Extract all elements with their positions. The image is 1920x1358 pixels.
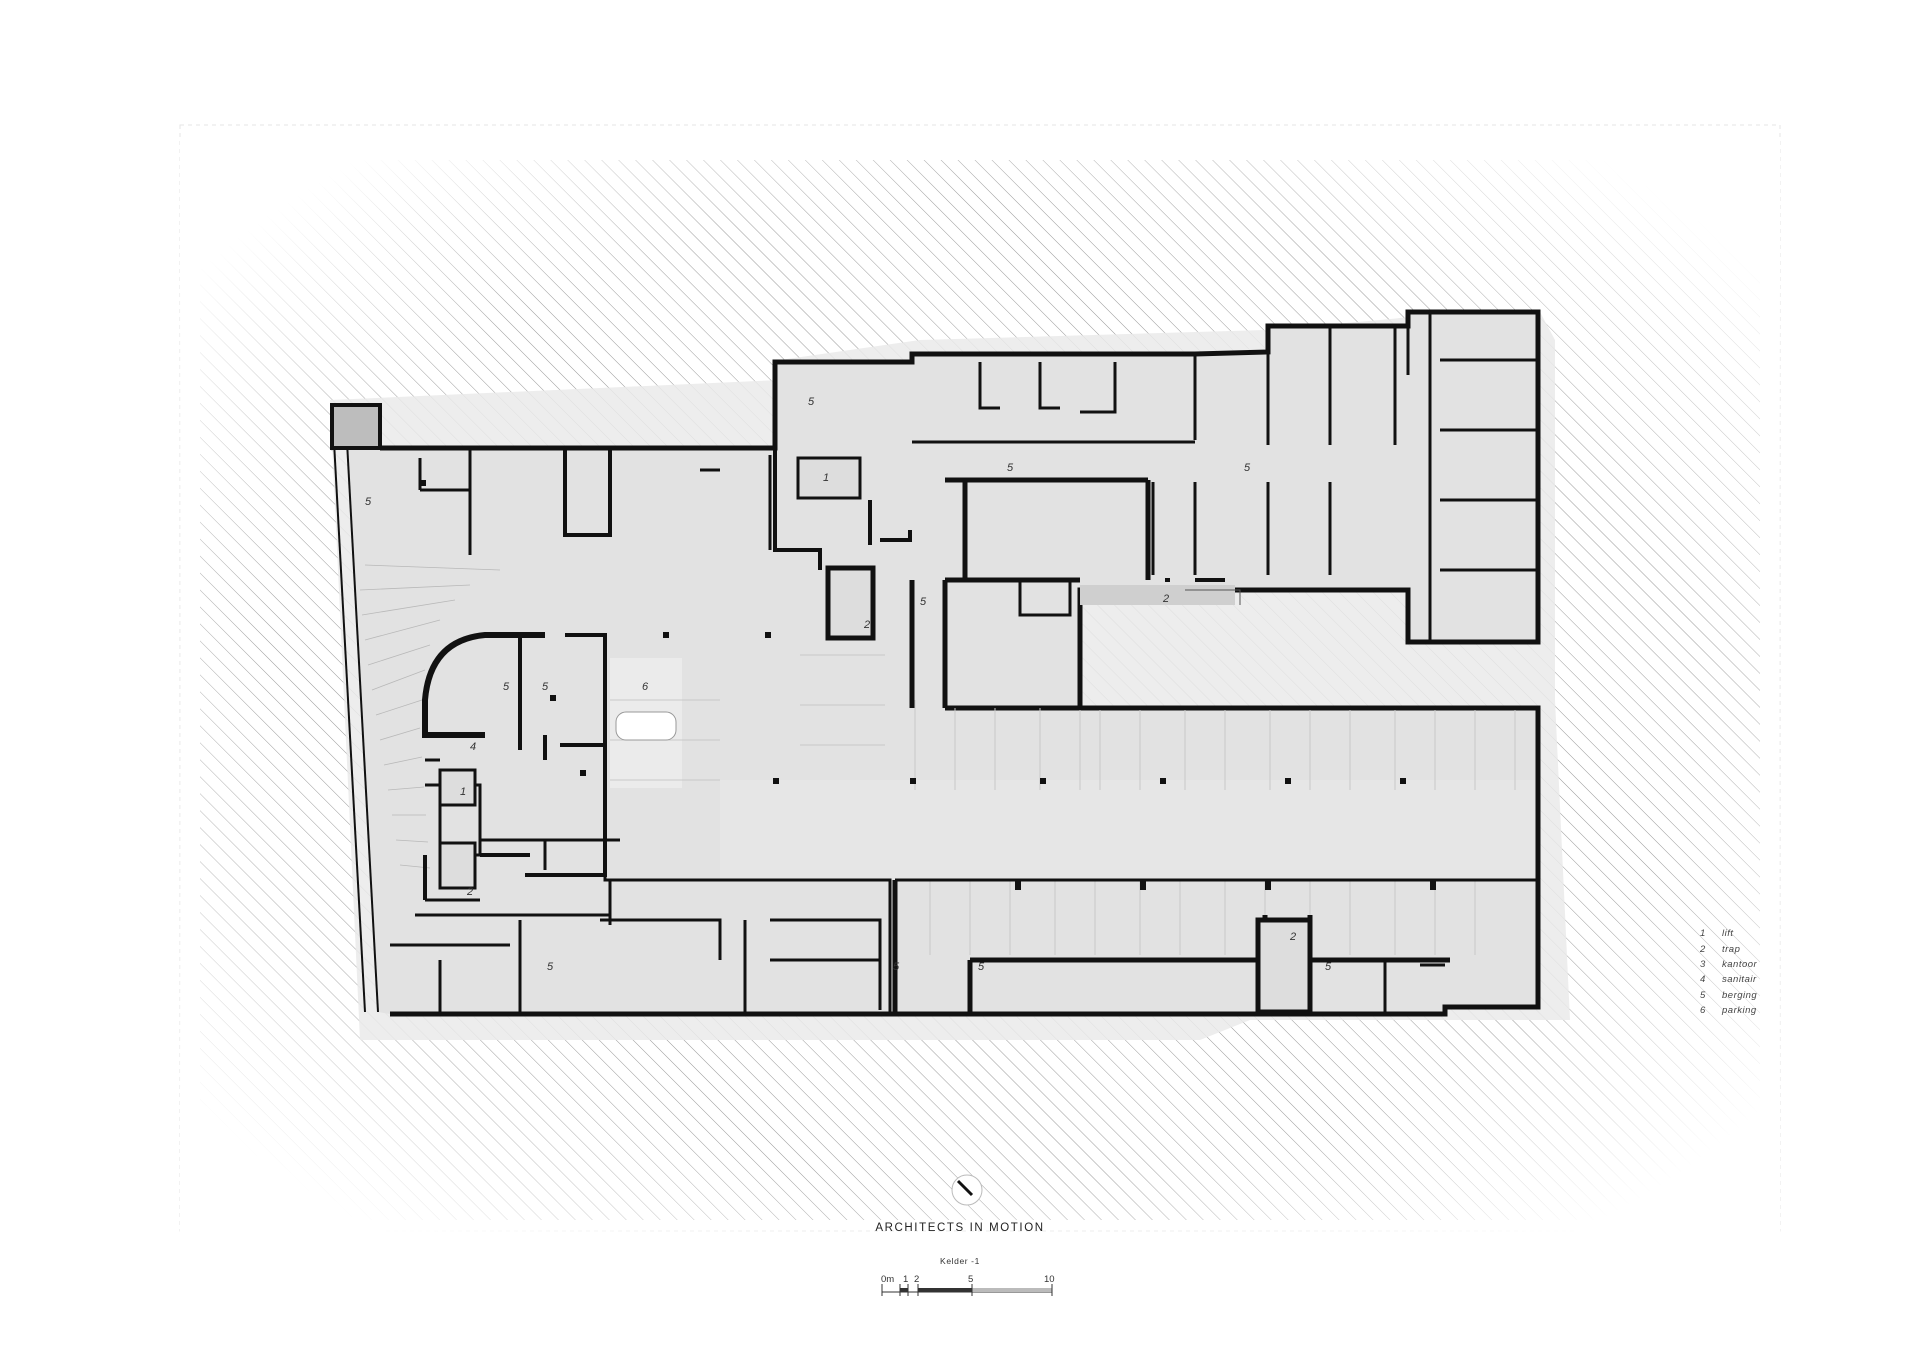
room-label: 5 xyxy=(365,496,372,508)
floor-label: Kelder -1 xyxy=(940,1256,980,1266)
legend-number: 4 xyxy=(1700,974,1706,986)
legend-label: lift xyxy=(1722,928,1734,940)
room-label: 4 xyxy=(470,741,476,753)
legend-label: parking xyxy=(1722,1005,1757,1017)
legend-number: 6 xyxy=(1700,1005,1706,1017)
legend-number: 3 xyxy=(1700,958,1706,970)
legend-item: 5 berging xyxy=(1700,988,1757,1003)
legend-label: kantoor xyxy=(1722,958,1758,970)
legend-label: trap xyxy=(1722,943,1741,955)
scale-tick-label: 5 xyxy=(968,1274,974,1285)
aisle-zone xyxy=(720,780,1540,880)
legend-number: 1 xyxy=(1700,928,1706,940)
legend-item: 3 kantoor xyxy=(1700,957,1757,972)
legend-label: sanitair xyxy=(1722,974,1757,986)
walls xyxy=(330,309,1541,1017)
legend-item: 1 lift xyxy=(1700,926,1757,941)
scale-tick-label: 10 xyxy=(1044,1274,1055,1285)
room-label: 5 xyxy=(542,681,549,693)
room-label: 5 xyxy=(503,681,510,693)
room-label: 2 xyxy=(1289,931,1296,943)
room-label: 2 xyxy=(863,619,870,631)
room-label: 5 xyxy=(1325,961,1332,973)
room-label: 5 xyxy=(547,961,554,973)
room-label: 5 xyxy=(1244,462,1251,474)
north-arrow-icon xyxy=(951,1174,983,1206)
room-label: 2 xyxy=(1162,593,1169,605)
legend-item: 4 sanitair xyxy=(1700,972,1757,987)
room-label: 5 xyxy=(893,961,900,973)
legend-label: berging xyxy=(1722,989,1758,1001)
room-labels: 5 5 1 2 5 5 5 5 6 4 1 2 5 5 5 5 2 5 2 xyxy=(365,396,1332,973)
firm-name: ARCHITECTS IN MOTION xyxy=(875,1222,1045,1234)
room-label: 6 xyxy=(642,681,649,693)
room-label: 2 xyxy=(466,886,473,898)
room-label: 1 xyxy=(823,472,829,484)
legend-number: 5 xyxy=(1700,989,1706,1001)
scale-bar xyxy=(881,1284,1053,1296)
room-label: 5 xyxy=(978,961,985,973)
legend-item: 2 trap xyxy=(1700,941,1757,956)
legend-number: 2 xyxy=(1700,943,1706,955)
room-label: 5 xyxy=(920,596,927,608)
scale-tick-label: 1 xyxy=(903,1274,909,1285)
curved-ramp xyxy=(359,564,501,869)
scale-tick-label: 0m xyxy=(881,1274,895,1285)
legend-item: 6 parking xyxy=(1700,1003,1757,1018)
room-label: 1 xyxy=(460,786,466,798)
scale-tick-label: 2 xyxy=(914,1274,920,1285)
room-label: 5 xyxy=(808,396,815,408)
room-label: 5 xyxy=(1007,462,1014,474)
